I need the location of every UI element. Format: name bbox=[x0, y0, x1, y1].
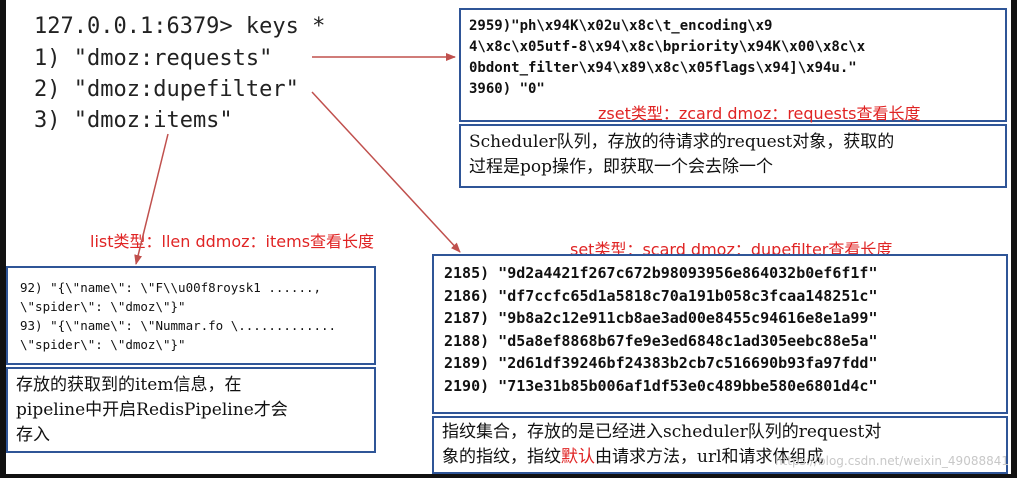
set-desc-line: 指纹集合，存放的是已经进入scheduler队列的request对 bbox=[442, 422, 882, 442]
key-dupefilter: 2) "dmoz:dupefilter" bbox=[34, 77, 299, 102]
key-items: 3) "dmoz:items" bbox=[34, 108, 233, 133]
arrow-dupefilter-to-set bbox=[311, 91, 461, 253]
set-line: 2190) "713e31b85b006af1df53e0c489bbe580e… bbox=[444, 376, 878, 395]
set-desc-text: 象的指纹，指纹 bbox=[442, 447, 561, 467]
zset-type-label: zset类型：zcard dmoz：requests查看长度 bbox=[598, 104, 921, 123]
zset-line: 4\x8c\x05utf-8\x94\x8c\bpriority\x94K\x0… bbox=[469, 39, 866, 55]
set-line: 2189) "2d61df39246bf24383b2cb7c516690b93… bbox=[444, 354, 878, 372]
list-desc-box: 存放的获取到的item信息，在 pipeline中开启RedisPipeline… bbox=[6, 367, 376, 453]
terminal-prompt: 127.0.0.1:6379> keys * bbox=[34, 14, 326, 39]
list-desc-line: 存入 bbox=[16, 425, 50, 445]
list-line: \"spider\": \"dmoz\"}" bbox=[20, 337, 186, 352]
zset-line: 0bdont_filter\x94\x89\x8c\x05flags\x94]\… bbox=[469, 60, 857, 76]
zset-desc-line: 过程是pop操作，即获取一个会去除一个 bbox=[469, 157, 773, 177]
set-line: 2185) "9d2a4421f267c672b98093956e864032b… bbox=[444, 264, 878, 282]
zset-desc-line: Scheduler队列，存放的待请求的request对象，获取的 bbox=[469, 132, 895, 152]
key-requests: 1) "dmoz:requests" bbox=[34, 46, 273, 71]
left-edge-bar bbox=[0, 0, 6, 478]
bottom-edge-bar bbox=[0, 474, 1017, 478]
set-line: 2188) "d5a8ef8868b67fe9e3ed6848c1ad305ee… bbox=[444, 331, 878, 350]
list-line: 92) "{\"name\": \"F\\u00f8roysk1 ......, bbox=[20, 280, 322, 295]
right-edge-bar bbox=[1011, 0, 1017, 478]
set-data-box: 2185) "9d2a4421f267c672b98093956e864032b… bbox=[432, 254, 1008, 414]
zset-desc-box: Scheduler队列，存放的待请求的request对象，获取的 过程是pop操… bbox=[459, 124, 1007, 188]
set-desc-box: 指纹集合，存放的是已经进入scheduler队列的request对 象的指纹，指… bbox=[432, 416, 1008, 474]
watermark: https://blog.csdn.net/weixin_49088841 bbox=[774, 454, 1009, 468]
set-desc-line-2: 象的指纹，指纹默认由请求方法，url和请求体组成 bbox=[442, 445, 998, 470]
arrow-items-to-list bbox=[134, 133, 169, 265]
list-line: \"spider\": \"dmoz\"}" bbox=[20, 299, 186, 314]
set-line: 2187) "9b8a2c12e911cb8ae3ad00e8455c94616… bbox=[444, 309, 878, 327]
list-line: 93) "{\"name\": \"Nummar.fo \...........… bbox=[20, 318, 337, 333]
set-desc-highlight: 默认 bbox=[561, 447, 595, 467]
set-desc-text: 由请求方法，url和请求体组成 bbox=[595, 447, 824, 467]
zset-line: 2959)"ph\x94K\x02u\x8c\t_encoding\x9 bbox=[469, 18, 773, 34]
list-type-label: list类型：llen ddmoz：items查看长度 bbox=[90, 232, 375, 251]
list-data-box: 92) "{\"name\": \"F\\u00f8roysk1 ......,… bbox=[6, 266, 376, 365]
zset-data-box: 2959)"ph\x94K\x02u\x8c\t_encoding\x9 4\x… bbox=[459, 8, 1007, 122]
zset-line: 3960) "0" bbox=[469, 81, 545, 97]
list-desc-line: pipeline中开启RedisPipeline才会 bbox=[16, 400, 288, 420]
set-line: 2186) "df7ccfc65d1a5818c70a191b058c3fcaa… bbox=[444, 286, 878, 305]
list-desc-line: 存放的获取到的item信息，在 bbox=[16, 375, 242, 395]
